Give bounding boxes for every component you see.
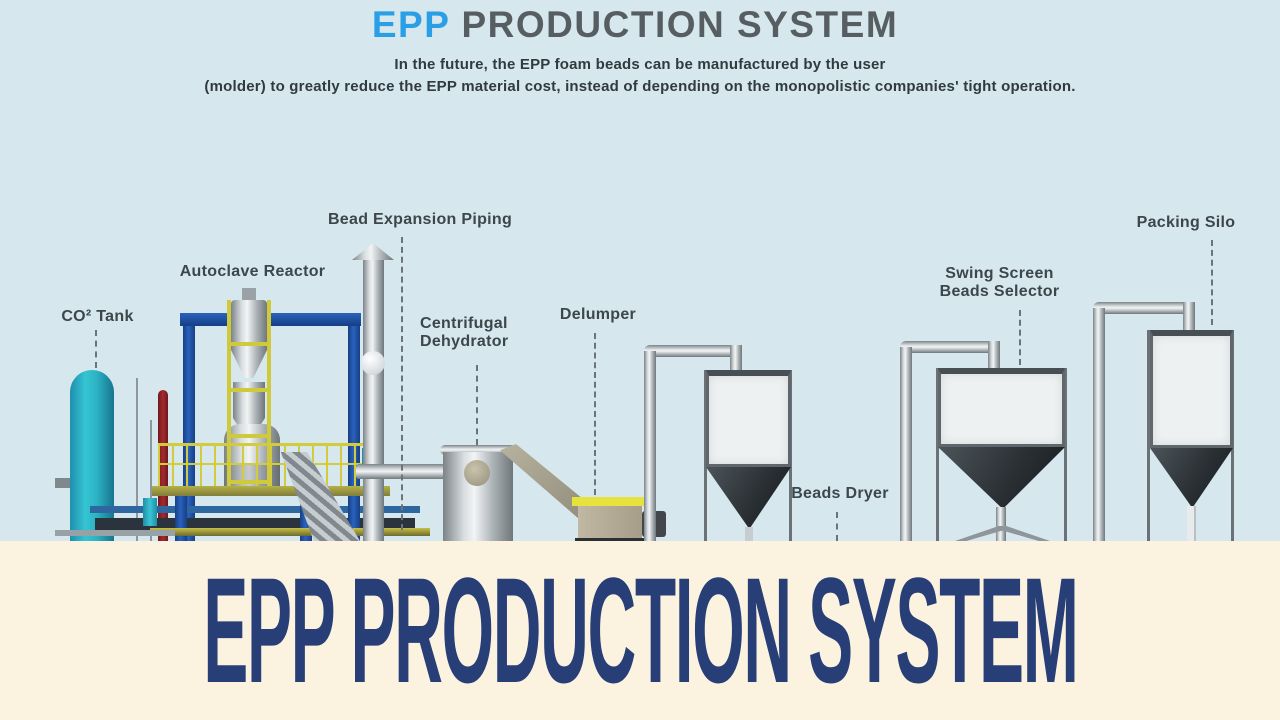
dryer-leg-left [704, 370, 707, 541]
leader-packing-silo [1211, 240, 1213, 325]
ground-pipe [55, 530, 175, 536]
leader-bead-expansion [401, 237, 403, 530]
swing-leg-right [1064, 368, 1067, 541]
label-swing-line2: Beads Selector [939, 283, 1060, 300]
dehydrator-rim [440, 445, 516, 455]
co2-tank-valve [55, 478, 71, 488]
label-autoclave-reactor: Autoclave Reactor [179, 263, 326, 280]
packing-feed-pipe-drop [1183, 302, 1195, 332]
label-swing-line1: Swing Screen [945, 265, 1054, 282]
dryer-feed-pipe-horizontal [644, 345, 742, 357]
label-centrifugal-line1: Centrifugal [420, 315, 508, 332]
subtitle-line-1: In the future, the EPP foam beads can be… [394, 56, 886, 73]
bead-expansion-pipe-graphic [363, 260, 384, 541]
stack-ball-valve [361, 351, 385, 375]
page-title: EPP PRODUCTION SYSTEM [0, 4, 1270, 46]
packing-feed-pipe-horizontal [1093, 302, 1193, 314]
reactor-top-cap [242, 288, 256, 300]
swing-screen-silo-graphic [938, 368, 1065, 447]
label-bead-expansion-piping: Bead Expansion Piping [327, 211, 513, 228]
label-centrifugal-line2: Dehydrator [420, 333, 509, 350]
dryer-outlet-pipe [745, 527, 753, 541]
under-deck-pipe [90, 506, 420, 513]
page-title-accent: EPP [371, 4, 450, 45]
packing-feed-pipe-riser [1093, 308, 1105, 541]
page-title-rest: PRODUCTION SYSTEM [449, 4, 899, 45]
label-centrifugal-dehydrator: Centrifugal Dehydrator [420, 315, 540, 351]
banner-title: EPP PRODUCTION SYSTEM [202, 546, 1079, 714]
swing-feed-pipe-drop [988, 341, 1000, 371]
lower-walkway [150, 528, 430, 536]
bottom-banner: EPP PRODUCTION SYSTEM [0, 541, 1280, 720]
packing-silo-hopper [1150, 448, 1233, 508]
production-line-diagram: CO² Tank Autoclave Reactor Bead Expansio… [55, 211, 1236, 541]
delumper-yellow-bar [572, 497, 650, 506]
leader-swing-screen [1019, 310, 1021, 365]
leader-co2-tank [95, 330, 97, 368]
beads-dryer-hopper [706, 467, 791, 529]
swing-feed-pipe-riser [900, 347, 912, 541]
beads-dryer-silo-graphic [706, 370, 791, 467]
leader-centrifugal-dehydrator [476, 365, 478, 445]
label-packing-silo: Packing Silo [1136, 214, 1236, 231]
delumper-graphic [578, 506, 642, 539]
label-delumper: Delumper [559, 306, 637, 323]
label-beads-dryer: Beads Dryer [791, 485, 889, 502]
co2-tank-graphic [70, 370, 114, 541]
swing-feed-pipe-horizontal [900, 341, 1000, 353]
dehydrator-port [464, 460, 490, 486]
scaffold-line [150, 420, 152, 541]
label-swing-screen-beads-selector: Swing Screen Beads Selector [922, 265, 1077, 301]
scaffold-line [136, 378, 138, 541]
swing-outlet-pipe [996, 507, 1006, 541]
stack-cone-cap [352, 243, 394, 260]
packing-silo-graphic [1150, 330, 1233, 448]
delumper-base [575, 538, 647, 541]
label-co2-tank: CO² Tank [61, 308, 134, 325]
teal-pump-unit [143, 498, 157, 526]
leader-beads-dryer [836, 512, 838, 541]
subtitle-line-2: (molder) to greatly reduce the EPP mater… [204, 78, 1076, 95]
platform-deck [152, 486, 390, 496]
dryer-feed-pipe-riser [644, 351, 656, 541]
leader-delumper [594, 333, 596, 495]
dryer-feed-pipe-drop [730, 345, 742, 373]
swing-screen-hopper [938, 447, 1065, 509]
packing-outlet-pipe [1187, 506, 1196, 541]
platform-mid-rail [158, 463, 383, 465]
swing-leg-left [936, 368, 939, 541]
packing-leg-left [1147, 330, 1150, 541]
